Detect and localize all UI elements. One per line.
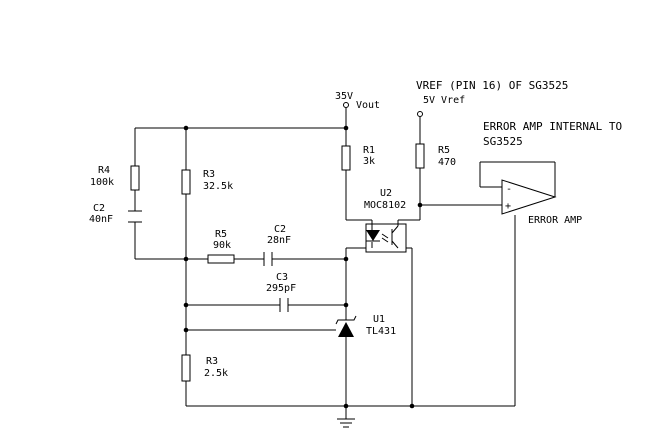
u1-name: U1 xyxy=(373,314,385,325)
c2-left-value: 40nF xyxy=(89,214,113,225)
vout-label: Vout xyxy=(356,100,380,111)
op-amp-minus-label: - xyxy=(506,184,512,195)
resistor-r5-mid xyxy=(207,254,235,264)
error-amp-title-line2: SG3525 xyxy=(483,135,523,148)
u2-name: U2 xyxy=(380,188,392,199)
vref-5v-label: 5V Vref xyxy=(423,95,465,106)
u1-value: TL431 xyxy=(366,326,396,337)
c3-name: C3 xyxy=(276,272,288,283)
junction-dot xyxy=(343,403,349,409)
r5-right-name: R5 xyxy=(438,145,450,156)
resistor-r3-top xyxy=(181,169,191,195)
junction-dot xyxy=(343,256,349,262)
c2-mid-name: C2 xyxy=(274,224,286,235)
op-amp-icon xyxy=(501,179,557,215)
u2-value: MOC8102 xyxy=(364,200,406,211)
r1-name: R1 xyxy=(363,145,375,156)
capacitor-c3 xyxy=(279,298,289,312)
r5-right-value: 470 xyxy=(438,157,456,168)
r5-mid-value: 90k xyxy=(213,240,231,251)
junction-dot xyxy=(417,202,423,208)
r1-value: 3k xyxy=(363,156,375,167)
r5-mid-name: R5 xyxy=(215,229,227,240)
c2-left-name: C2 xyxy=(93,203,105,214)
r3-bottom-value: 2.5k xyxy=(204,368,228,379)
optocoupler-icon xyxy=(365,220,407,253)
c2-mid-value: 28nF xyxy=(267,235,291,246)
resistor-r1 xyxy=(341,145,351,171)
error-amp-title-line1: ERROR AMP INTERNAL TO xyxy=(483,120,622,133)
junction-dot xyxy=(183,125,189,131)
wires xyxy=(134,108,556,419)
junction-dot xyxy=(409,403,415,409)
error-amp-label: ERROR AMP xyxy=(528,215,582,226)
resistor-r3-bottom xyxy=(181,354,191,382)
junction-dot xyxy=(183,302,189,308)
tl431-zener-icon xyxy=(335,315,357,337)
capacitor-c2-left xyxy=(128,210,142,223)
ground-icon xyxy=(337,418,355,428)
r3-top-value: 32.5k xyxy=(203,181,233,192)
junction-dot xyxy=(343,125,349,131)
capacitor-c2-mid xyxy=(263,252,273,266)
op-amp-plus-label: + xyxy=(505,201,511,212)
resistor-r4 xyxy=(130,165,140,191)
r3-bottom-name: R3 xyxy=(206,356,218,367)
vref-title: VREF (PIN 16) OF SG3525 xyxy=(416,79,568,92)
junctions xyxy=(183,125,423,409)
r4-value: 100k xyxy=(90,177,114,188)
resistor-r5-right xyxy=(415,143,425,169)
c3-value: 295pF xyxy=(266,283,296,294)
vref-terminal xyxy=(417,111,423,117)
r4-name: R4 xyxy=(98,165,110,176)
junction-dot xyxy=(343,302,349,308)
r3-top-name: R3 xyxy=(203,169,215,180)
junction-dot xyxy=(183,327,189,333)
vout-terminal xyxy=(343,102,349,108)
vout-35v-label: 35V xyxy=(335,91,353,102)
junction-dot xyxy=(183,256,189,262)
